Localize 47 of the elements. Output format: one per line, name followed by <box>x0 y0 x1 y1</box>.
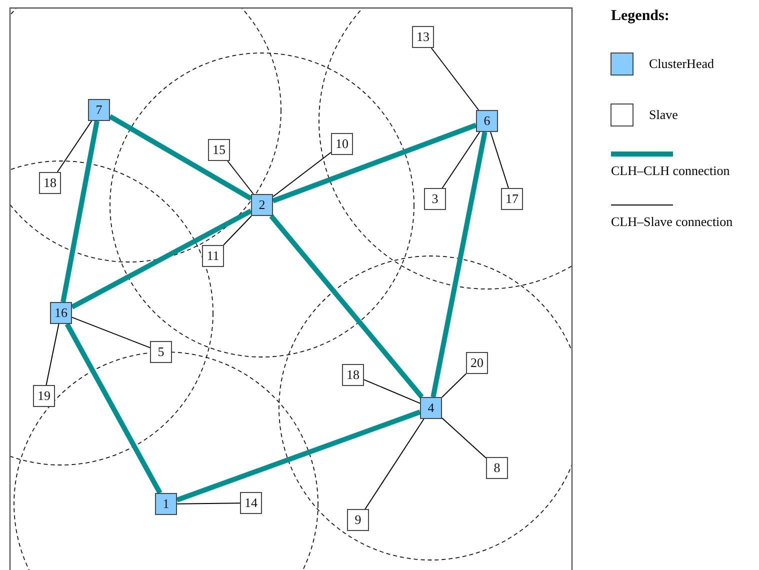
clusterhead-link <box>272 122 477 204</box>
slave-link <box>364 379 420 404</box>
slave-link <box>490 132 509 188</box>
slave-node: 11 <box>202 245 224 267</box>
slave-link <box>430 48 480 110</box>
clusterhead-link <box>108 114 252 201</box>
legend-label: CLH–Slave connection <box>611 214 733 230</box>
clusterhead-node: 2 <box>251 194 273 216</box>
slave-link <box>442 373 466 398</box>
legend-label: CLH–CLH connection <box>611 163 730 179</box>
legend-label: ClusterHead <box>649 56 714 72</box>
slave-node: 19 <box>33 385 55 407</box>
clusterhead-node: 4 <box>420 397 442 419</box>
legend-title: Legends: <box>611 8 670 25</box>
legend-label: Slave <box>649 107 678 123</box>
clusterhead-link <box>430 132 488 398</box>
slave-node: 18 <box>39 172 61 194</box>
clusterhead-link <box>60 120 100 302</box>
slave-link <box>364 418 424 510</box>
slave-link <box>442 418 486 458</box>
slave-link <box>56 120 92 172</box>
clusterhead-link <box>269 214 424 399</box>
clusterhead-node: 1 <box>155 493 177 515</box>
slave-node: 13 <box>412 26 434 48</box>
slave-node: 18 <box>342 364 364 386</box>
clusterhead-node: 16 <box>50 302 72 324</box>
clusterhead-link <box>64 322 162 494</box>
clusterhead-link <box>70 208 252 310</box>
slave-node: 14 <box>240 492 262 514</box>
slave-node: 15 <box>208 139 230 161</box>
slave-node: 9 <box>347 509 369 531</box>
slave-link <box>272 152 332 198</box>
slave-node: 5 <box>150 341 172 363</box>
slave-node: 10 <box>331 133 353 155</box>
slave-node: 20 <box>466 352 488 374</box>
slave-link <box>72 316 150 348</box>
slave-link <box>442 132 480 188</box>
slave-link <box>223 216 252 246</box>
clusterhead-node: 6 <box>476 110 498 132</box>
slave-link <box>176 502 240 504</box>
clusterhead-node: 7 <box>88 99 110 121</box>
clusterhead-link <box>176 410 421 502</box>
slave-node: 8 <box>486 457 508 479</box>
slave-link <box>227 160 254 194</box>
slave-node: 17 <box>501 188 523 210</box>
slave-node: 3 <box>424 188 446 210</box>
slave-link <box>46 324 60 386</box>
